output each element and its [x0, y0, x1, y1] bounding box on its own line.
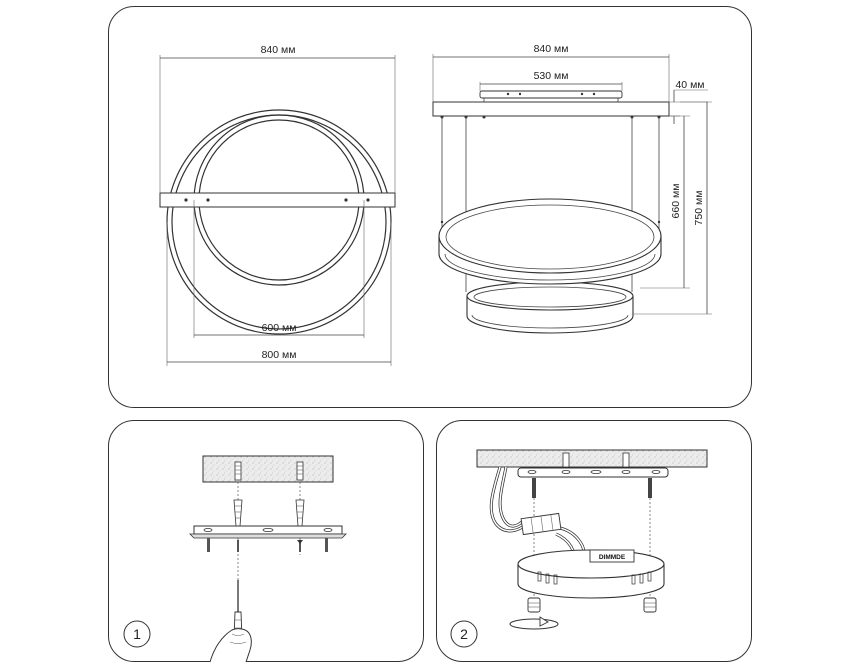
ceiling-slab — [202, 455, 334, 483]
step-1-badge — [123, 620, 151, 648]
mounting-bar — [159, 192, 396, 208]
bar-width-label: 530 мм — [534, 70, 569, 82]
front-width-label: 840 мм — [261, 44, 296, 56]
step-2-badge — [450, 620, 478, 648]
decorative-nut-right — [643, 597, 657, 613]
canopy-plate — [432, 101, 670, 117]
outer-ring — [166, 109, 392, 335]
step-1-number: 1 — [133, 626, 141, 642]
rotate-arrow-icon — [509, 618, 559, 630]
canopy-height-label: 40 мм — [675, 79, 704, 91]
mounting-bracket — [479, 90, 623, 99]
front-view: 840 мм 600 мм 800 мм — [159, 44, 396, 366]
driver-label: DIMMDE — [599, 554, 626, 561]
step-2-illustration: DIMMDE 2 — [450, 449, 708, 648]
driver-box — [589, 549, 635, 563]
upper-ring — [438, 198, 662, 274]
outer-ring-width-label: 800 мм — [262, 349, 297, 361]
inner-ring-width-label: 600 мм — [262, 322, 297, 334]
step-2-number: 2 — [460, 626, 468, 642]
side-view: 840 мм 530 мм 40 мм 660 мм 750 мм — [432, 43, 712, 334]
height-to-ring-label: 660 мм — [670, 184, 682, 219]
lower-ring — [466, 281, 634, 311]
total-height-label: 750 мм — [693, 191, 705, 226]
side-width-label: 840 мм — [534, 43, 569, 55]
decorative-nut-left — [527, 597, 541, 613]
step-1-illustration: 1 — [123, 455, 347, 663]
hand-icon — [209, 628, 252, 663]
step-2-ceiling — [476, 449, 708, 468]
